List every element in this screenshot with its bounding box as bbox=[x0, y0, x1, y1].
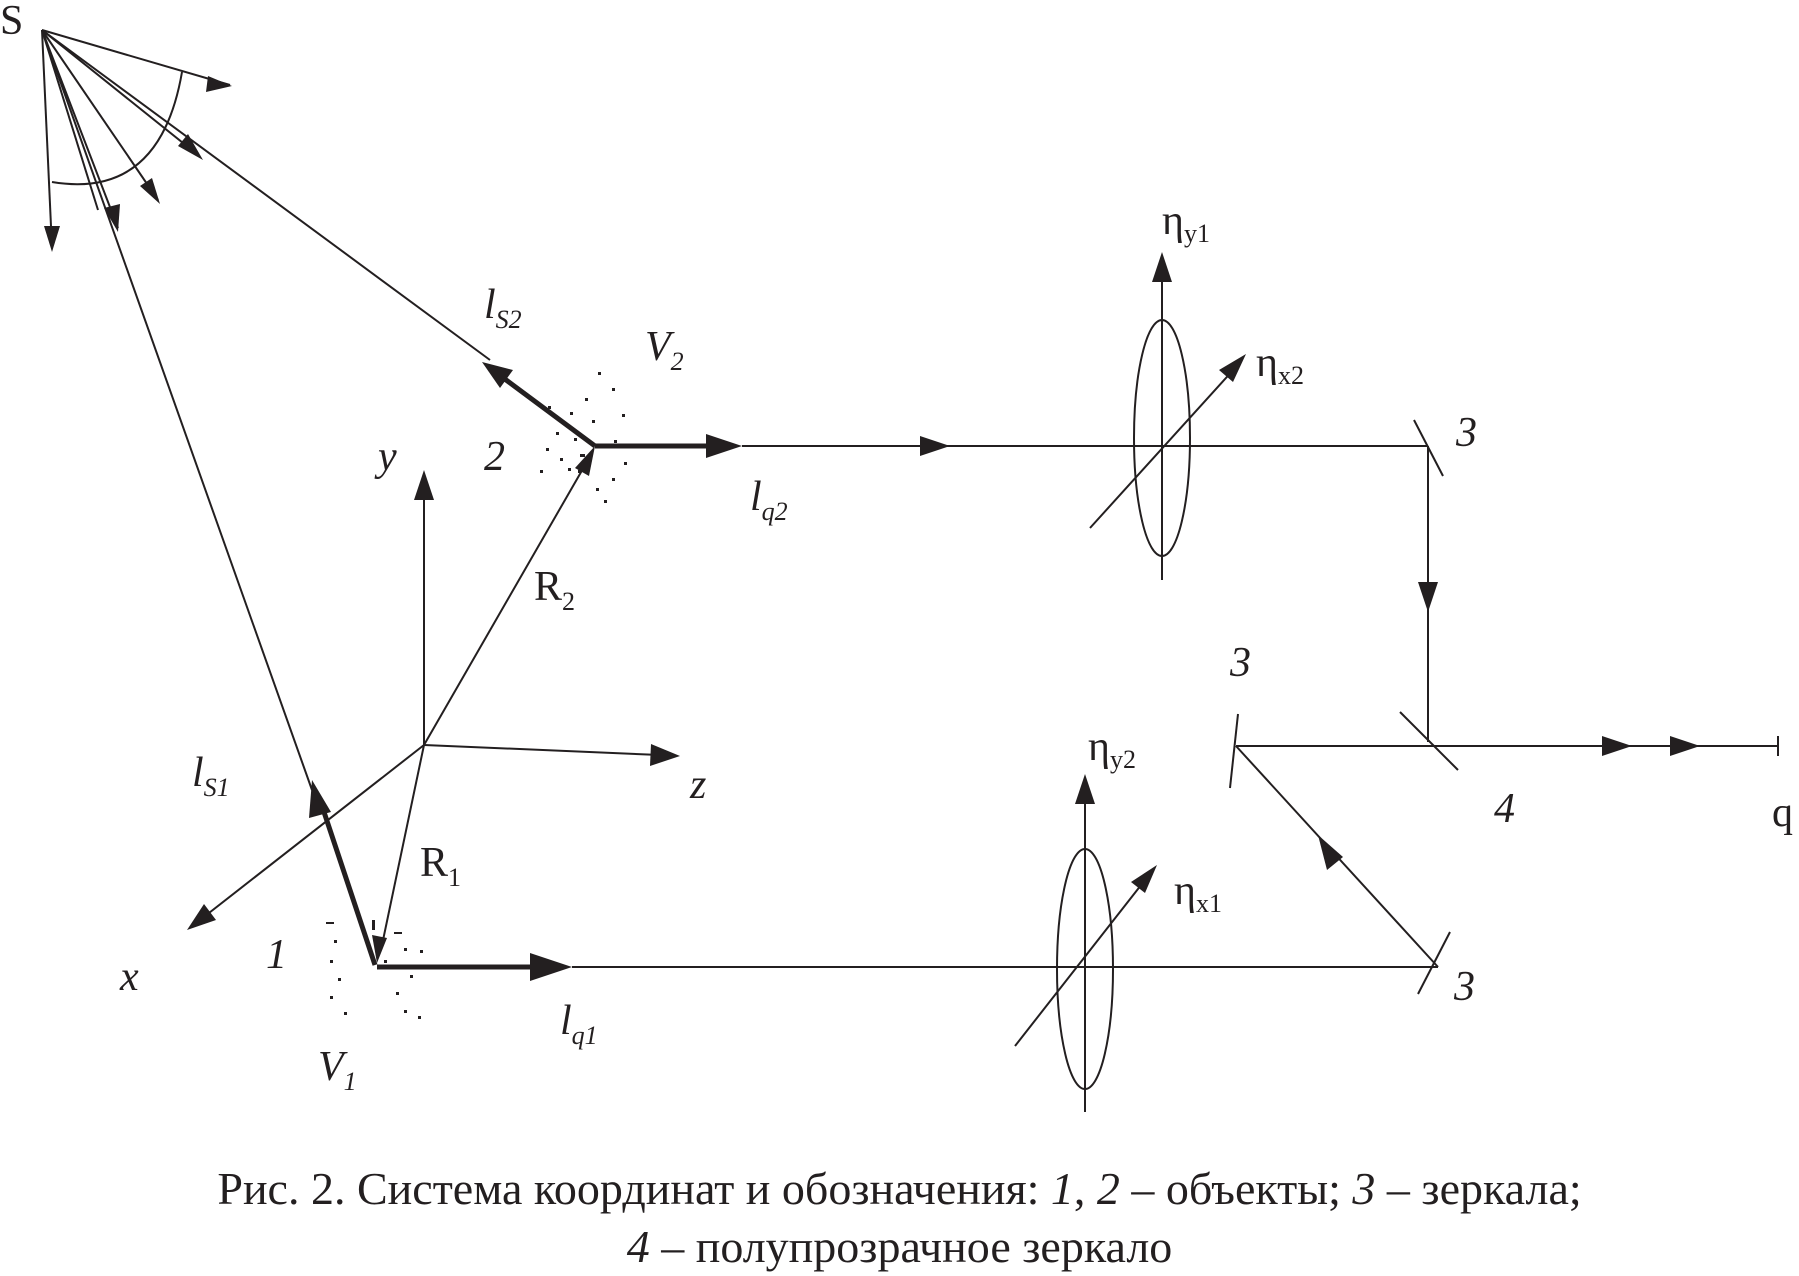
label-r1: R1 bbox=[420, 840, 461, 892]
caption-line-2: 4 – полупрозрачное зеркало bbox=[626, 1221, 1173, 1272]
r1-vector bbox=[381, 744, 425, 946]
label-obj1: 1 bbox=[266, 932, 287, 978]
r2-vector bbox=[423, 459, 589, 746]
label-mirror-left: 3 bbox=[1229, 640, 1251, 686]
angle-arc bbox=[51, 71, 183, 186]
figure-caption: Рис. 2. Система координат и обозначения:… bbox=[0, 1160, 1799, 1276]
mirror-top-right bbox=[1413, 419, 1444, 742]
object-2-cloud bbox=[540, 372, 627, 503]
label-eta-x1: ηx1 bbox=[1174, 868, 1222, 918]
ray-ls2 bbox=[41, 29, 597, 449]
label-mirror-top: 3 bbox=[1455, 410, 1477, 456]
label-s: S bbox=[0, 0, 23, 44]
label-q: q bbox=[1772, 790, 1793, 836]
lens-2 bbox=[1089, 252, 1246, 580]
beam-q1 bbox=[377, 953, 1438, 981]
label-half-mirror: 4 bbox=[1494, 786, 1515, 832]
label-ls2: lS2 bbox=[484, 282, 522, 334]
beam-q2 bbox=[595, 434, 1428, 458]
z-axis bbox=[423, 744, 661, 756]
label-eta-y2: ηy2 bbox=[1088, 724, 1136, 774]
x-axis bbox=[199, 744, 425, 921]
coordinate-axes bbox=[187, 470, 680, 930]
mirror-left bbox=[1229, 713, 1239, 789]
label-ls1: lS1 bbox=[192, 750, 230, 802]
label-mirror-bottom: 3 bbox=[1453, 964, 1475, 1010]
label-r2: R2 bbox=[534, 564, 575, 616]
label-v1: V1 bbox=[318, 1044, 357, 1096]
ray-ls1 bbox=[41, 29, 378, 966]
label-lq1: lq1 bbox=[560, 998, 598, 1050]
optical-scheme: S lS2 V2 2 y lq2 R2 lS1 z R1 x 1 lq1 V1 … bbox=[0, 0, 1793, 1112]
half-mirror-and-output bbox=[1236, 711, 1779, 771]
source-ray-fan bbox=[41, 29, 232, 252]
label-eta-x2: ηx2 bbox=[1256, 340, 1304, 390]
caption-line-1: Рис. 2. Система координат и обозначения:… bbox=[217, 1163, 1582, 1214]
label-x: x bbox=[119, 954, 139, 1000]
label-eta-y1: ηy1 bbox=[1162, 198, 1210, 248]
label-y: y bbox=[374, 434, 397, 480]
label-v2: V2 bbox=[645, 324, 684, 376]
label-z: z bbox=[689, 762, 706, 808]
object-1-cloud bbox=[326, 920, 423, 1019]
radius-vectors bbox=[372, 446, 595, 963]
label-obj2: 2 bbox=[484, 434, 505, 480]
mirror-bottom-right bbox=[1235, 745, 1451, 995]
lens-1 bbox=[1014, 774, 1157, 1112]
label-lq2: lq2 bbox=[750, 474, 788, 526]
